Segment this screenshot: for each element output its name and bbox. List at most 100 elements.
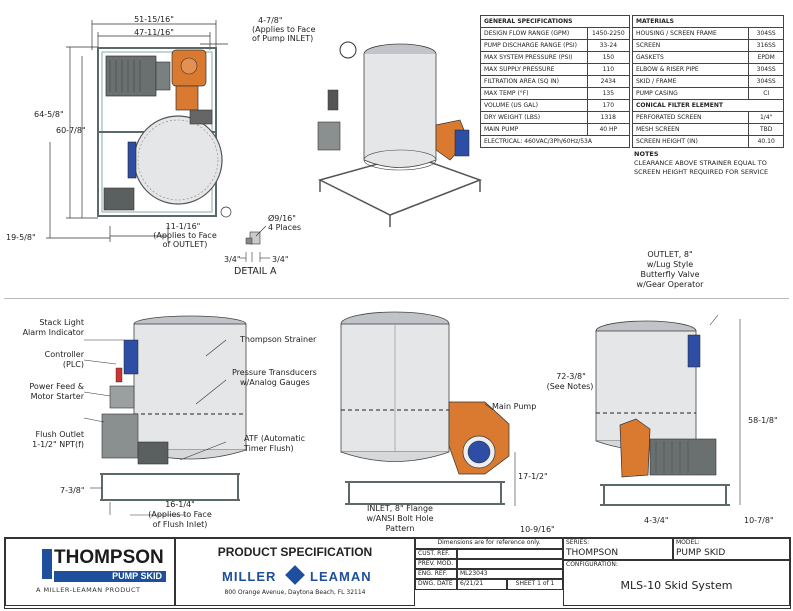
materials-header: MATERIALS [632,15,784,28]
title-block: THOMPSON PUMP SKID A MILLER-LEAMAN PRODU… [4,537,791,609]
notes-block: NOTES CLEARANCE ABOVE STRAINER EQUAL TO … [634,150,784,177]
label-stack-light-2: Alarm Indicator [22,328,84,337]
label-outlet-3: Butterfly Valve [640,270,700,279]
conical-filter-header: CONICAL FILTER ELEMENT [632,99,784,112]
general-specs-header: GENERAL SPECIFICATIONS [480,15,630,28]
model-cell: MODEL: PUMP SKID [673,538,790,560]
dim-inlet-height: 17-1/2" [518,472,548,481]
label-thompson-strainer: Thompson Strainer [240,335,317,344]
table-row: MAX TEMP (°F)135 [480,87,631,100]
label-outlet-1: OUTLET, 8" [647,250,693,259]
table-row: VOLUME (US GAL)170 [480,99,631,112]
front-view-drawing [90,315,247,516]
dims-note: Dimensions are for reference only. [415,538,563,549]
label-power-feed-2: Motor Starter [30,392,84,401]
label-atf-1: ATF (Automatic [244,434,306,443]
dwg-date-label: DWG. DATE [415,579,457,590]
table-row: DESIGN FLOW RANGE (GPM)1450-2250 [480,27,631,40]
top-view-drawing [46,20,270,262]
series-cell: SERIES: THOMPSON [563,538,673,560]
brand-logo-icon [42,549,52,579]
label-controller-1: Controller [44,350,84,359]
dim-right-outlet-height: 58-1/8" [748,416,778,425]
table-row: MAX SYSTEM PRESSURE (PSI)150 [480,51,631,64]
prev-mod-value [457,559,563,569]
company-logo: MILLER LEAMAN [222,565,372,585]
side-view-drawing [340,311,516,506]
dwg-date-value: 6/21/21 [457,579,507,590]
dim-inlet-offset: 4-7/8" [258,16,283,25]
label-power-feed-1: Power Feed & [29,382,84,391]
label-transducers-1: Pressure Transducers [232,368,317,377]
eng-ref-value: ML23043 [457,569,563,579]
label-transducers-2: w/Analog Gauges [240,378,310,387]
config-label: CONFIGURATION: [566,561,618,568]
eng-ref-label: ENG. REF. [415,569,457,579]
label-outlet-2: w/Lug Style [646,260,694,269]
general-specifications-table: GENERAL SPECIFICATIONS DESIGN FLOW RANGE… [480,15,631,148]
series-value: THOMPSON [566,548,619,558]
detail-a-dim-right: 3/4" [272,255,289,264]
label-flush-outlet-1: Flush Outlet [35,430,84,439]
label-outlet-4: w/Gear Operator [636,280,704,289]
label-inlet-2: w/ANSI Bolt Hole [366,514,434,523]
detail-a-title: DETAIL A [234,266,277,277]
model-label: MODEL: [676,539,700,546]
dim-right-height-note: (See Notes) [546,382,594,391]
label-controller-2: (PLC) [62,360,84,369]
dim-height-inner: 60-7/8" [56,126,86,135]
notes-line-2: SCREEN HEIGHT REQUIRED FOR SERVICE [634,168,769,176]
electrical-spec: ELECTRICAL: 460VAC/3Ph/60Hz/53A [480,135,630,148]
cust-ref-value [457,549,563,559]
company-name-left: MILLER [222,569,277,584]
dim-right-height: 72-3/8" [556,372,586,381]
model-value: PUMP SKID [676,548,726,558]
series-label: SERIES: [566,539,590,546]
front-leaders [83,339,227,461]
dim-front-bottom: 7-3/8" [60,486,85,495]
dim-outlet-offset: 11-1/16" [165,222,201,231]
detail-a-dim-left: 3/4" [224,255,241,264]
company-name-right: LEAMAN [310,569,372,584]
right-view-drawing [595,314,741,506]
dim-width-overall: 51-15/16" [134,15,174,24]
label-atf-2: Timer Flush) [244,444,294,453]
sheet-number: SHEET 1 of 1 [507,579,563,590]
notes-line-1: CLEARANCE ABOVE STRAINER EQUAL TO [634,159,767,167]
label-stack-light-1: Stack Light [39,318,84,327]
label-flush-outlet-2: 1-1/2" NPT(f) [32,440,84,449]
dim-flush-note-2: of Flush Inlet) [152,520,208,529]
detail-a-places: 4 Places [268,223,302,232]
config-value: MLS-10 Skid System [620,579,733,592]
notes-header: NOTES [634,150,659,158]
table-row: FILTRATION AREA (SQ IN)2434 [480,75,631,88]
detail-a-hole: Ø9/16" [268,214,296,223]
dim-outlet-height: 19-5/8" [6,233,36,242]
table-row: DRY WEIGHT (LBS)1318 [480,111,631,124]
document-title: PRODUCT SPECIFICATION [217,545,373,559]
dim-inlet-note-1: (Applies to Face [252,25,316,34]
isometric-view-drawing [317,41,483,227]
dim-outlet-note-2: of OUTLET) [162,240,208,249]
dim-right-right: 10-7/8" [744,516,774,525]
section-divider [4,298,789,299]
brand-name: THOMPSON [54,547,164,568]
product-spec-cell: PRODUCT SPECIFICATION MILLER LEAMAN 800 … [175,538,415,606]
prev-mod-label: PREV. MOD. [415,559,457,569]
table-row: SCREEN HEIGHT (IN)40.10 [631,135,784,148]
label-main-pump: Main Pump [492,402,537,411]
dim-flush: 16-1/4" [165,500,195,509]
label-inlet-1: INLET, 8" Flange [367,504,433,513]
dim-inlet-offset: 10-9/16" [520,525,555,534]
brand-logo-cell: THOMPSON PUMP SKID A MILLER-LEAMAN PRODU… [5,538,175,606]
